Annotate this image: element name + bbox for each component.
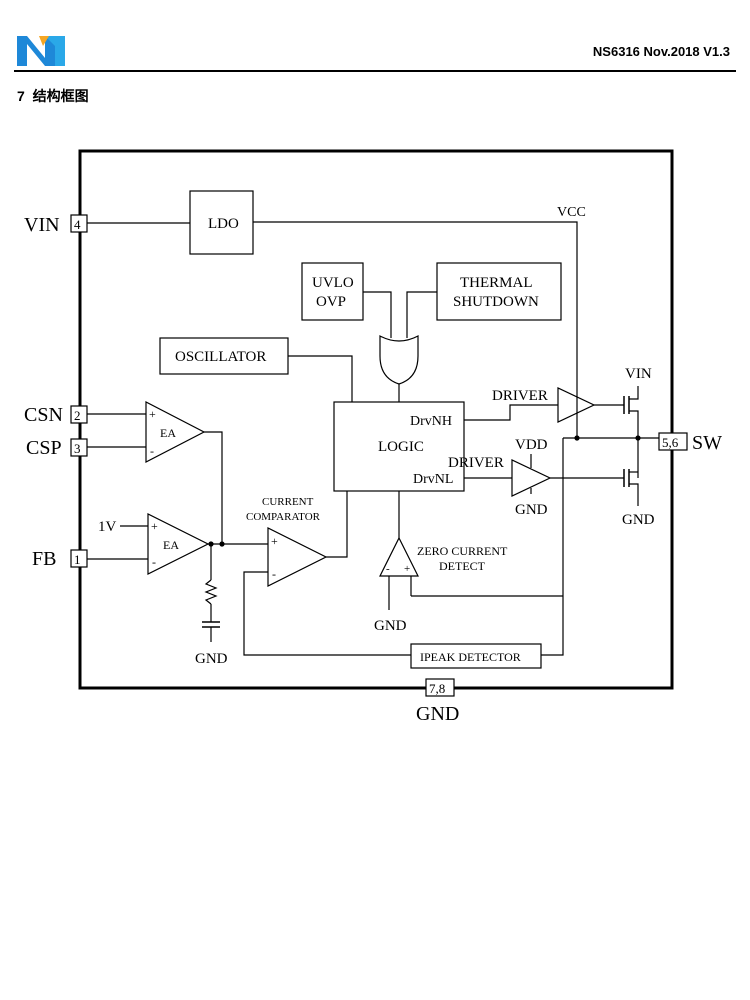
pin-csp: CSP 3 [26, 437, 88, 459]
low-side-driver [511, 459, 552, 497]
pin-sw-number: 5,6 [662, 435, 679, 450]
vcc-label: VCC [557, 205, 586, 220]
cc-label-1: CURRENT [262, 496, 314, 508]
or-gate [379, 335, 419, 385]
ea2-label: EA [163, 538, 179, 552]
ea2-minus: - [152, 555, 156, 569]
ea1-label: EA [160, 426, 176, 440]
ldo-label: LDO [208, 216, 239, 232]
pin-fb-name: FB [32, 548, 56, 570]
thermal-shutdown-block [436, 262, 562, 321]
header-divider [14, 70, 736, 72]
thermal-label: THERMAL [460, 275, 533, 291]
ipeak-detector-block [410, 643, 542, 669]
vdd-label: VDD [515, 437, 548, 453]
chip-outline [78, 149, 674, 690]
uvlo-label: UVLO [312, 275, 354, 291]
ovp-label: OVP [316, 294, 346, 310]
pin-vin-number: 4 [74, 217, 81, 232]
zc-label-1: ZERO CURRENT [417, 544, 508, 558]
pin-vin-name: VIN [24, 214, 60, 236]
ea1-minus: - [150, 444, 154, 458]
resistor [204, 579, 218, 605]
ref-1v-label: 1V [98, 519, 117, 535]
cc-label-2: COMPARATOR [246, 511, 321, 523]
error-amp-current [145, 401, 206, 463]
cc-minus: - [272, 567, 276, 581]
pin-csn-number: 2 [74, 408, 81, 423]
zc-label-2: DETECT [439, 559, 486, 573]
gnd-rc-label: GND [195, 651, 228, 667]
zero-current-detect [379, 536, 419, 577]
cc-plus: + [271, 534, 278, 548]
high-side-driver [557, 387, 596, 423]
pin-csp-name: CSP [26, 437, 62, 459]
pin-gnd: 7,8 GND [416, 678, 459, 725]
pin-gnd-number: 7,8 [429, 681, 445, 696]
drvnh-label: DrvNH [410, 414, 452, 429]
logic-label: LOGIC [378, 439, 424, 455]
pin-csn-name: CSN [24, 404, 63, 426]
ea1-plus: + [149, 407, 156, 421]
section-title: 结构框图 [32, 88, 89, 104]
pin-fb-number: 1 [74, 552, 81, 567]
pin-gnd-name: GND [416, 703, 459, 725]
gnd-driver-label: GND [515, 502, 548, 518]
ipeak-label: IPEAK DETECTOR [420, 650, 521, 664]
current-comparator [267, 527, 328, 587]
uvlo-ovp-block [301, 262, 364, 321]
vin-top-label: VIN [625, 366, 652, 382]
gnd-zc-label: GND [374, 618, 407, 634]
pin-fb: FB 1 [32, 548, 88, 570]
company-logo [17, 36, 65, 66]
error-amp-voltage [147, 513, 210, 575]
section-number: 7 [17, 88, 25, 104]
driver-low-label: DRIVER [448, 455, 504, 471]
pin-sw-name: SW [692, 432, 722, 454]
ea2-plus: + [151, 519, 158, 533]
pin-csn: CSN 2 [24, 404, 88, 426]
gnd-right-label: GND [622, 512, 655, 528]
document-id: NS6316 Nov.2018 V1.3 [592, 44, 730, 59]
zc-plus: + [404, 563, 410, 575]
zc-minus: - [386, 563, 390, 575]
pin-vin: VIN 4 [24, 214, 88, 236]
shutdown-label: SHUTDOWN [453, 294, 539, 310]
pin-sw: 5,6 SW [658, 432, 722, 454]
section-heading: 7 结构框图 [17, 86, 89, 106]
drvnl-label: DrvNL [413, 472, 453, 487]
driver-high-label: DRIVER [492, 388, 548, 404]
pin-csp-number: 3 [74, 441, 81, 456]
oscillator-label: OSCILLATOR [175, 349, 266, 365]
